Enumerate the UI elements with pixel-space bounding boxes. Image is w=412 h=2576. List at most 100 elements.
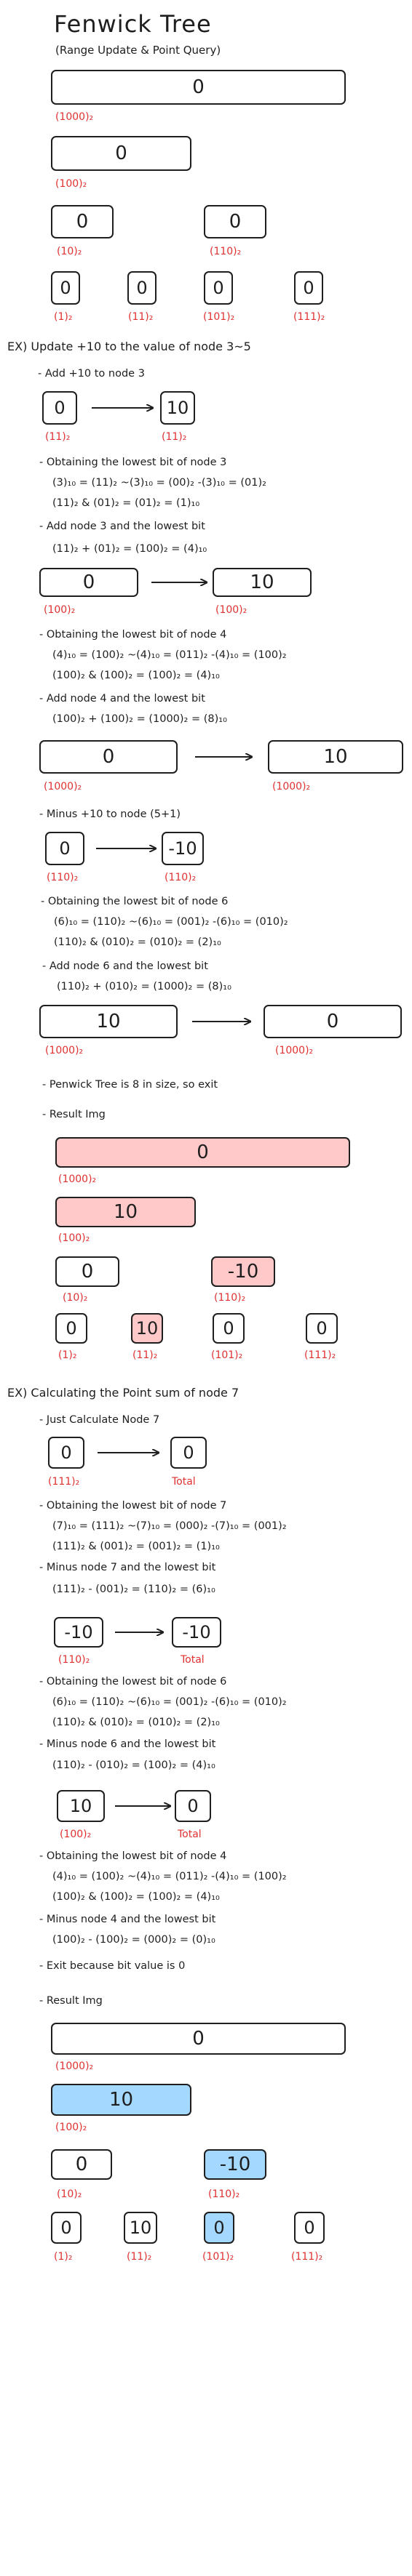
- ex1-step-2-line-1: (3)₁₀ = (11)₂ ~(3)₁₀ = (00)₂ -(3)₁₀ = (0…: [52, 477, 266, 489]
- ex1-step-1-from-node: 0: [42, 391, 77, 425]
- ex1-step-3-line-1: (11)₂ + (01)₂ = (100)₂ = (4)₁₀: [52, 543, 207, 555]
- ex2-step-7-line-1: (100)₂ - (100)₂ = (000)₂ = (0)₁₀: [52, 1934, 215, 1946]
- ex1-step-1-from-label: (11)₂: [45, 431, 71, 443]
- ex1-result-node-5: 0: [213, 1313, 245, 1344]
- ex2-result-node-8: 0: [51, 2023, 346, 2055]
- ex1-exit-note: - Penwick Tree is 8 in size, so exit: [42, 1079, 218, 1091]
- ex1-step-2: - Obtaining the lowest bit of node 3: [39, 457, 227, 468]
- ex1-step-8-from-label: (1000)₂: [45, 1045, 84, 1056]
- ex2-result-node-6-label: (110)₂: [208, 2188, 240, 2200]
- ex1-step-6-to-node: -10: [162, 832, 204, 865]
- tree-node-3: 0: [127, 271, 157, 305]
- ex1-result-node-8: 0: [55, 1137, 350, 1168]
- ex1-result-node-6: -10: [211, 1256, 275, 1287]
- ex2-step-1-to-node: 0: [170, 1437, 207, 1469]
- ex2-step-3-line-1: (111)₂ - (001)₂ = (110)₂ = (6)₁₀: [52, 1584, 215, 1595]
- ex1-result-node-4-label: (100)₂: [58, 1232, 90, 1244]
- ex1-step-6-to-label: (110)₂: [165, 872, 197, 883]
- ex2-result-node-3: 10: [124, 2212, 157, 2244]
- ex2-step-6-line-1: (4)₁₀ = (100)₂ ~(4)₁₀ = (011)₂ -(4)₁₀ = …: [52, 1871, 287, 1882]
- ex1-step-6: - Minus +10 to node (5+1): [39, 808, 181, 820]
- ex1-step-3-from-node: 0: [39, 568, 138, 597]
- tree-node-1: 0: [51, 271, 80, 305]
- ex2-step-4-line-1: (6)₁₀ = (110)₂ ~(6)₁₀ = (001)₂ -(6)₁₀ = …: [52, 1696, 287, 1708]
- ex2-step-3-from-label: (110)₂: [58, 1654, 90, 1666]
- page-title: Fenwick Tree: [54, 10, 212, 38]
- tree-node-4: 0: [51, 136, 191, 171]
- ex2-step-6: - Obtaining the lowest bit of node 4: [39, 1850, 227, 1862]
- ex2-heading: EX) Calculating the Point sum of node 7: [7, 1386, 239, 1400]
- ex2-result-heading: - Result Img: [39, 1995, 103, 2007]
- ex1-result-node-7: 0: [306, 1313, 338, 1344]
- ex1-step-6-from-node: 0: [45, 832, 84, 865]
- ex2-step-1-to-label: Total: [172, 1476, 196, 1488]
- ex1-step-5: - Add node 4 and the lowest bit: [39, 693, 205, 705]
- ex2-step-3-arrow: [115, 1626, 166, 1638]
- ex2-result-node-2-label: (10)₂: [57, 2188, 82, 2200]
- tree-node-2: 0: [51, 205, 114, 238]
- ex1-step-1-to-node: 10: [160, 391, 195, 425]
- ex1-result-node-2: 0: [55, 1256, 119, 1287]
- ex1-step-7: - Obtaining the lowest bit of node 6: [41, 896, 229, 907]
- ex1-step-5-to-label: (1000)₂: [272, 781, 311, 793]
- ex2-step-5-line-1: (110)₂ - (010)₂ = (100)₂ = (4)₁₀: [52, 1760, 215, 1771]
- ex2-result-node-3-label: (11)₂: [127, 2251, 152, 2263]
- ex2-step-5-to-node: 0: [175, 1790, 211, 1822]
- ex2-step-1: - Just Calculate Node 7: [39, 1414, 160, 1426]
- tree-node-7: 0: [294, 271, 323, 305]
- tree-node-6-label: (110)₂: [210, 246, 242, 257]
- ex1-step-3-to-node: 10: [213, 568, 312, 597]
- ex1-result-node-5-label: (101)₂: [211, 1349, 243, 1361]
- ex1-step-3-to-label: (100)₂: [215, 604, 247, 616]
- tree-node-7-label: (111)₂: [293, 311, 325, 323]
- ex2-result-node-1-label: (1)₂: [54, 2251, 73, 2263]
- ex1-result-node-1: 0: [55, 1313, 87, 1344]
- ex1-step-8-from-node: 10: [39, 1005, 178, 1038]
- ex2-step-2-line-2: (111)₂ & (001)₂ = (001)₂ = (1)₁₀: [52, 1541, 220, 1552]
- ex2-exit-note: - Exit because bit value is 0: [39, 1960, 186, 1972]
- ex1-step-8: - Add node 6 and the lowest bit: [42, 960, 208, 972]
- ex2-step-5-from-label: (100)₂: [60, 1829, 92, 1840]
- ex1-step-5-to-node: 10: [268, 740, 403, 774]
- ex1-step-5-from-node: 0: [39, 740, 178, 774]
- ex2-result-node-6: -10: [204, 2149, 266, 2180]
- ex2-step-4: - Obtaining the lowest bit of node 6: [39, 1676, 227, 1688]
- tree-node-8: 0: [51, 70, 346, 105]
- ex1-result-node-8-label: (1000)₂: [58, 1173, 97, 1185]
- ex1-result-heading: - Result Img: [42, 1109, 106, 1120]
- ex1-result-node-3-label: (11)₂: [132, 1349, 158, 1361]
- ex1-step-6-from-label: (110)₂: [47, 872, 79, 883]
- ex2-step-3: - Minus node 7 and the lowest bit: [39, 1562, 216, 1573]
- ex2-step-6-line-2: (100)₂ & (100)₂ = (100)₂ = (4)₁₀: [52, 1891, 220, 1903]
- ex1-step-7-line-1: (6)₁₀ = (110)₂ ~(6)₁₀ = (001)₂ -(6)₁₀ = …: [54, 916, 288, 928]
- ex1-step-2-line-2: (11)₂ & (01)₂ = (01)₂ = (1)₁₀: [52, 497, 200, 509]
- ex1-step-1: - Add +10 to node 3: [38, 368, 145, 380]
- tree-node-8-label: (1000)₂: [55, 111, 94, 123]
- ex1-step-4: - Obtaining the lowest bit of node 4: [39, 629, 227, 641]
- ex1-step-3-arrow: [151, 577, 210, 588]
- ex2-step-4-line-2: (110)₂ & (010)₂ = (010)₂ = (2)₁₀: [52, 1717, 220, 1728]
- ex1-step-5-arrow: [195, 751, 255, 763]
- ex2-result-node-2: 0: [51, 2149, 112, 2180]
- tree-node-1-label: (1)₂: [54, 311, 73, 323]
- ex1-step-4-line-2: (100)₂ & (100)₂ = (100)₂ = (4)₁₀: [52, 670, 220, 681]
- ex2-result-node-4-label: (100)₂: [55, 2122, 87, 2133]
- ex2-step-1-from-label: (111)₂: [48, 1476, 80, 1488]
- ex2-step-5-from-node: 10: [57, 1790, 105, 1822]
- ex1-result-node-3: 10: [131, 1313, 163, 1344]
- ex1-result-node-6-label: (110)₂: [214, 1292, 246, 1304]
- ex2-result-node-1: 0: [51, 2212, 82, 2244]
- ex1-result-node-4: 10: [55, 1197, 196, 1227]
- ex1-step-8-arrow: [192, 1016, 253, 1027]
- ex1-result-node-7-label: (111)₂: [304, 1349, 336, 1361]
- ex1-heading: EX) Update +10 to the value of node 3~5: [7, 340, 251, 353]
- ex1-step-5-from-label: (1000)₂: [44, 781, 82, 793]
- ex1-step-8-to-node: 0: [264, 1005, 402, 1038]
- ex2-step-2: - Obtaining the lowest bit of node 7: [39, 1500, 227, 1512]
- ex2-result-node-4: 10: [51, 2084, 191, 2116]
- ex2-step-5-to-label: Total: [178, 1829, 202, 1840]
- ex2-step-3-to-label: Total: [181, 1654, 205, 1666]
- ex2-result-node-7-label: (111)₂: [291, 2251, 323, 2263]
- ex2-step-2-line-1: (7)₁₀ = (111)₂ ~(7)₁₀ = (000)₂ -(7)₁₀ = …: [52, 1520, 287, 1532]
- ex1-result-node-1-label: (1)₂: [58, 1349, 77, 1361]
